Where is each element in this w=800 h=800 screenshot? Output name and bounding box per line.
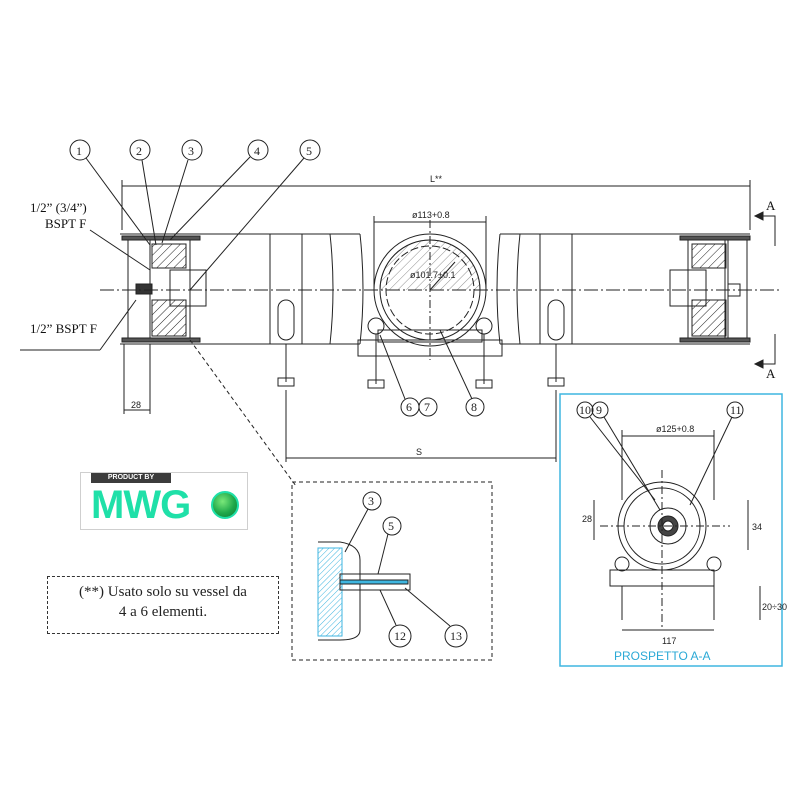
dim-view-bore: ø125+0.8 <box>656 424 694 434</box>
mwg-logo: PRODUCT BY MWG <box>80 472 248 530</box>
logo-tagline: PRODUCT BY <box>91 473 171 483</box>
port-bottom-label: 1/2” BSPT F <box>30 321 97 336</box>
callout-5-detail: 5 <box>388 519 394 533</box>
callout-9: 9 <box>596 403 602 417</box>
dim-end-offset: 28 <box>131 400 141 410</box>
callout-13: 13 <box>450 629 462 643</box>
callout-1: 1 <box>76 144 82 158</box>
section-marker-top: A <box>766 198 776 213</box>
dim-inner: ø101.7±0.1 <box>410 270 455 280</box>
callout-4: 4 <box>254 144 260 158</box>
section-view-title: PROSPETTO A-A <box>614 649 710 663</box>
callout-5: 5 <box>306 144 312 158</box>
port-top-label-1: 1/2” (3/4”) <box>30 200 87 215</box>
callout-12: 12 <box>394 629 406 643</box>
callout-6: 6 <box>406 400 412 414</box>
dim-bore: ø113+0.8 <box>412 210 450 220</box>
dim-view-h1: 28 <box>582 514 592 524</box>
callout-7: 7 <box>424 400 430 414</box>
callout-10: 10 <box>579 403 591 417</box>
callout-3-detail: 3 <box>368 494 374 508</box>
usage-note: (**) Usato solo su vessel da 4 a 6 eleme… <box>47 576 279 634</box>
dim-support-spacing: S <box>416 447 422 457</box>
dim-length: L** <box>430 174 443 184</box>
section-marker-bottom: A <box>766 366 776 381</box>
dim-view-h2: 34 <box>752 522 762 532</box>
dim-view-width: 117 <box>662 636 676 646</box>
usage-note-line1: (**) Usato solo su vessel da <box>79 584 247 600</box>
logo-word: MWG <box>91 483 191 527</box>
globe-icon <box>211 491 239 519</box>
callout-8: 8 <box>471 400 477 414</box>
dim-view-h3: 20÷30 <box>762 602 787 612</box>
usage-note-line2: 4 a 6 elementi. <box>118 604 208 620</box>
port-top-label-2: BSPT F <box>45 216 86 231</box>
callout-11: 11 <box>730 403 742 417</box>
callout-2: 2 <box>136 144 142 158</box>
callout-3: 3 <box>188 144 194 158</box>
